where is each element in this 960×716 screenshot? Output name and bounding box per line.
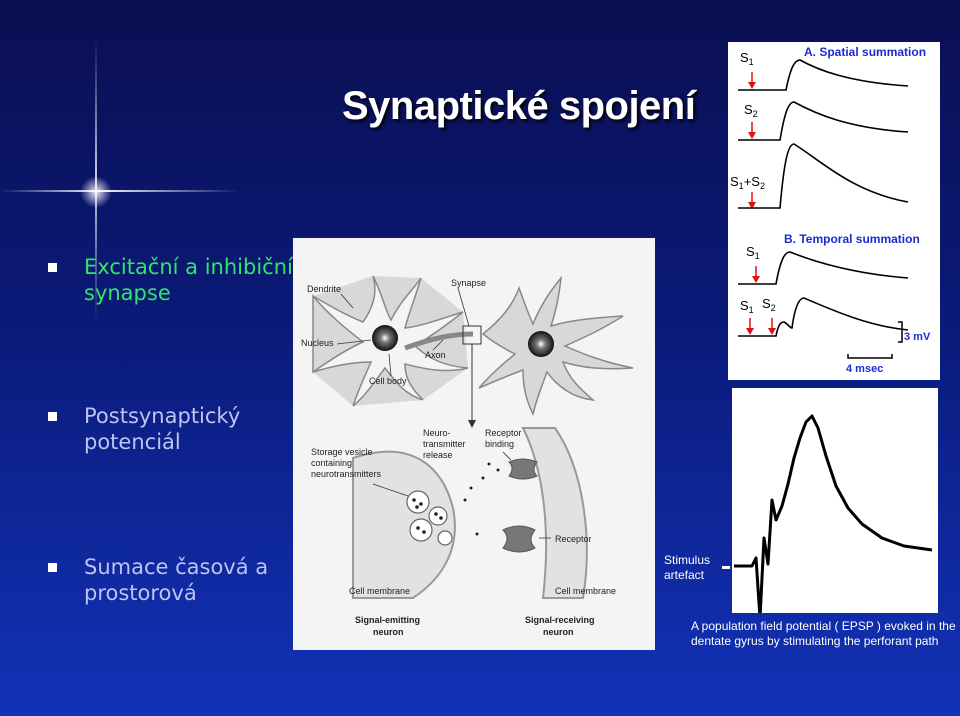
neuron-diagram-svg: Dendrite Synapse Nucleus Axon Cell body: [301, 275, 634, 637]
trace-b2: [738, 297, 909, 337]
s2-label-a: S2: [744, 102, 758, 119]
scale-bars: [847, 321, 903, 359]
receptor-icons: [502, 458, 538, 553]
lens-flare-horizontal: [0, 190, 240, 192]
storage-leader: [372, 483, 409, 497]
stimulus-artefact-label: Stimulus artefact: [664, 553, 710, 583]
s1-label-c: S1: [740, 298, 754, 315]
left-nucleus-icon: [372, 325, 398, 351]
label-cell-body: Cell body: [369, 376, 407, 386]
s1-label-a: S1: [740, 50, 754, 67]
bullet-square-icon: [48, 563, 57, 572]
bullet-text: Excitační a inhibiční synapse: [84, 255, 293, 305]
summation-diagram: A. Spatial summation S1 S2 S1+S2 B. Temp…: [728, 42, 940, 380]
bullet-square-icon: [48, 263, 57, 272]
label-emit-2: neuron: [373, 627, 404, 637]
binding-leader: [502, 451, 512, 461]
bullet-square-icon: [48, 412, 57, 421]
lens-flare-glow: [80, 176, 112, 208]
label-cell-membrane-left: Cell membrane: [349, 586, 410, 596]
temporal-title: B. Temporal summation: [784, 232, 920, 246]
neuron-synapse-diagram: Dendrite Synapse Nucleus Axon Cell body: [293, 238, 655, 650]
label-dendrite: Dendrite: [307, 284, 341, 294]
right-neuron-icon: [478, 275, 634, 417]
label-synapse: Synapse: [451, 278, 486, 288]
s1-label-b: S1: [746, 244, 760, 261]
spatial-title: A. Spatial summation: [804, 45, 926, 59]
postsynaptic-membrane: [521, 427, 588, 599]
presynaptic-terminal: [352, 450, 456, 599]
stimulus-line-1: Stimulus: [664, 553, 711, 567]
s1s2-label: S1+S2: [730, 174, 765, 191]
label-receptor: Receptor: [555, 534, 592, 544]
epsp-trace: [734, 414, 933, 620]
label-storage-1: Storage vesicle: [311, 447, 373, 457]
bullet-excitatory: Excitační a inhibiční synapse: [48, 254, 298, 306]
leader-lines: [336, 287, 470, 377]
label-rb-2: binding: [485, 439, 514, 449]
bullet-text: Postsynaptický potenciál: [84, 404, 241, 454]
label-storage-2: containing: [311, 458, 352, 468]
label-emit-1: Signal-emitting: [355, 615, 420, 625]
s2-label-b: S2: [762, 296, 776, 313]
slide-title: Synaptické spojení: [342, 84, 696, 128]
vesicle-icons: [406, 490, 453, 546]
label-cell-membrane-right: Cell membrane: [555, 586, 616, 596]
scale-mv-label: 3 mV: [904, 331, 931, 343]
trace-a1: [738, 59, 909, 91]
arrow-down-icon: [468, 420, 476, 428]
stimulus-pointer: [722, 566, 730, 569]
trace-b1: [738, 251, 909, 285]
summation-svg: A. Spatial summation S1 S2 S1+S2 B. Temp…: [730, 45, 931, 375]
label-storage-3: neurotransmitters: [311, 469, 382, 479]
label-recv-2: neuron: [543, 627, 574, 637]
bullet-summation: Sumace časová a prostorová: [48, 554, 298, 606]
trace-a3: [738, 143, 909, 209]
label-rb-1: Receptor: [485, 428, 522, 438]
neurotransmitter-dots: [412, 462, 500, 536]
label-ntr-1: Neuro-: [423, 428, 451, 438]
label-recv-1: Signal-receiving: [525, 615, 595, 625]
scale-ms-label: 4 msec: [846, 363, 883, 375]
axon-icon: [404, 331, 474, 351]
label-ntr-2: transmitter: [423, 439, 466, 449]
label-ntr-3: release: [423, 450, 453, 460]
epsp-trace-svg: [734, 414, 933, 620]
red-arrow-icon: [748, 192, 756, 209]
red-arrow-icon: [748, 122, 756, 139]
epsp-caption: A population field potential ( EPSP ) ev…: [691, 619, 956, 648]
stimulus-line-2: artefact: [664, 568, 705, 582]
label-nucleus: Nucleus: [301, 338, 334, 348]
red-arrow-icon: [746, 318, 754, 335]
bullet-postsynaptic: Postsynaptický potenciál: [48, 403, 298, 455]
right-nucleus-icon: [528, 331, 554, 357]
red-arrow-icon: [768, 318, 776, 335]
epsp-trace-panel: [732, 388, 938, 620]
red-arrow-icon: [748, 72, 756, 89]
bullet-text: Sumace časová a prostorová: [84, 555, 269, 605]
trace-a2: [738, 101, 909, 141]
label-axon: Axon: [425, 350, 446, 360]
red-arrow-icon: [752, 266, 760, 283]
